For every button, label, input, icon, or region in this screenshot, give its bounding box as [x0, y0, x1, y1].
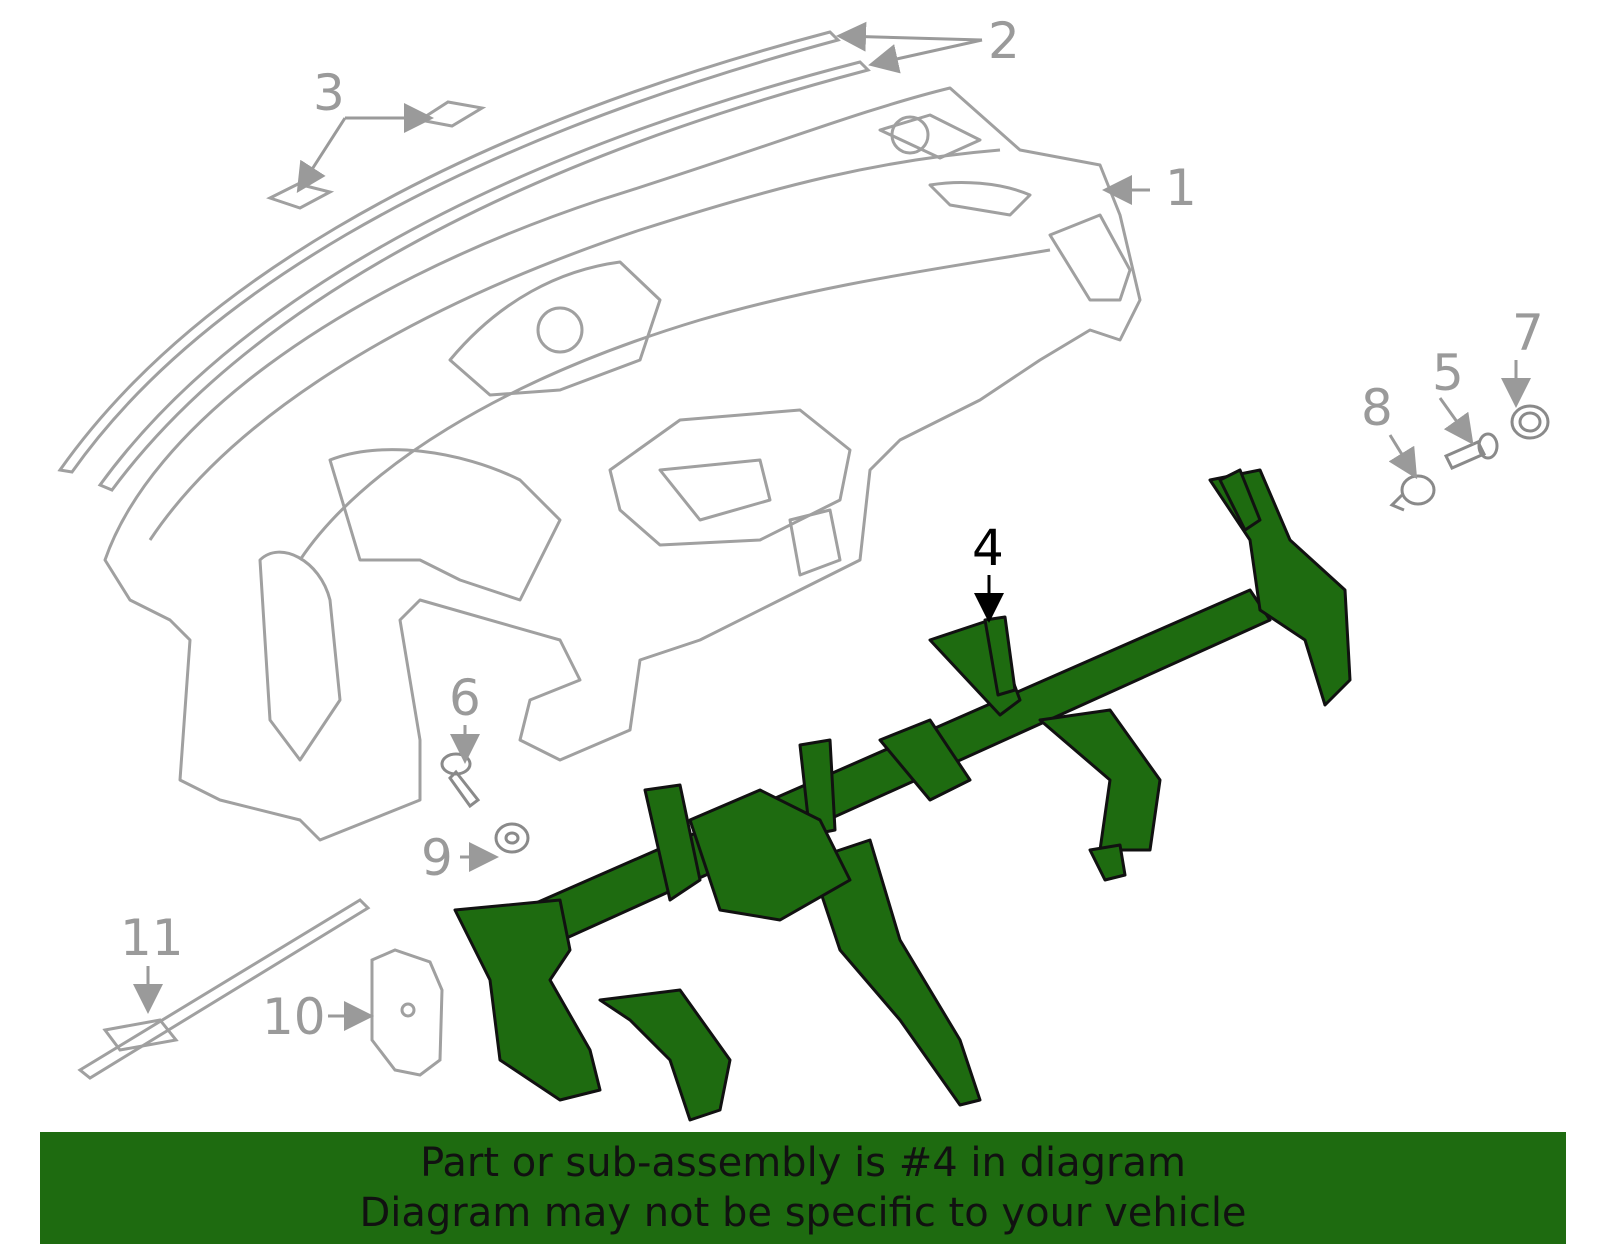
bolt-part-5	[1443, 432, 1499, 470]
nut-part-9	[494, 822, 530, 854]
callout-label-1: 1	[1165, 159, 1197, 217]
grommet-part-7	[1510, 404, 1550, 440]
callout-label-3: 3	[313, 64, 345, 122]
callout-label-9: 9	[421, 829, 453, 887]
callout-label-7: 7	[1512, 304, 1544, 362]
banner-line-1: Part or sub-assembly is #4 in diagram	[420, 1140, 1186, 1186]
cross-car-beam-part-4	[453, 468, 1352, 1122]
windshield-molding-part-2	[57, 30, 871, 492]
instrument-panel-part-1	[103, 86, 1142, 842]
callout-label-4: 4	[972, 519, 1004, 577]
info-banner: Part or sub-assembly is #4 in diagram Di…	[40, 1132, 1566, 1244]
callout-label-10: 10	[262, 988, 326, 1046]
nut-part-8	[1389, 474, 1436, 512]
callout-label-11: 11	[120, 909, 184, 967]
callout-label-8: 8	[1361, 379, 1393, 437]
bolt-part-6	[440, 752, 481, 809]
pad-part-3	[266, 100, 487, 210]
callout-leaders	[133, 21, 1531, 1031]
callout-label-2: 2	[988, 12, 1020, 70]
callout-label-5: 5	[1432, 344, 1464, 402]
callout-label-6: 6	[449, 669, 481, 727]
trim-strip-part-11	[77, 898, 371, 1080]
bracket-part-10	[370, 948, 444, 1077]
banner-line-2: Diagram may not be specific to your vehi…	[359, 1190, 1247, 1236]
